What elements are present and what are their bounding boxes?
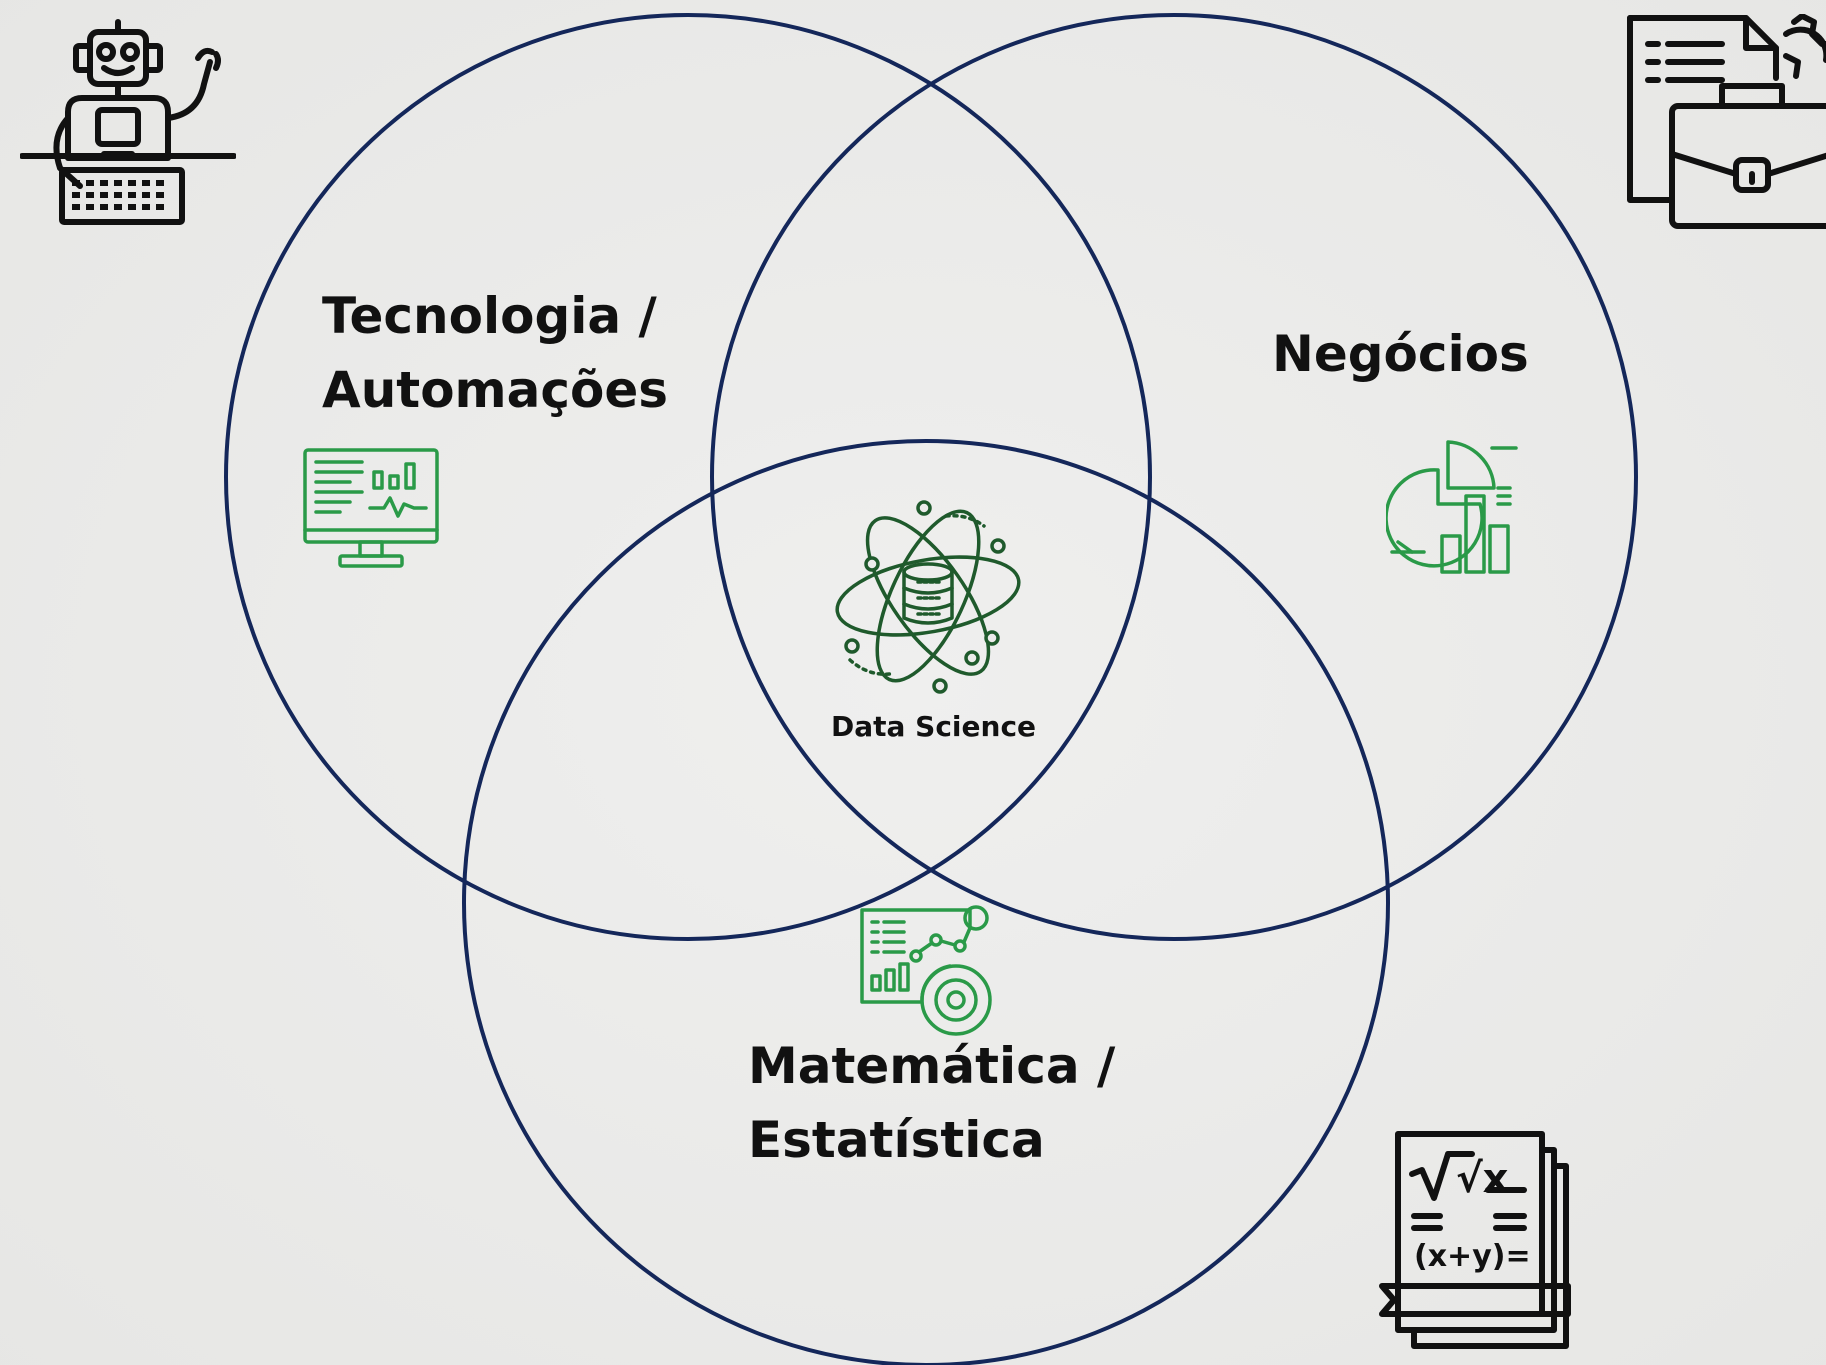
label-data-science: Data Science [831,710,1037,743]
math-book-xy: (x+y)= [1414,1239,1531,1274]
circle-negocios [710,13,1638,941]
pie-bar-chart-icon [1386,440,1518,574]
robot-at-keyboard-icon [20,19,236,225]
label-matematica-line1: Matemática / [748,1037,1116,1095]
circle-matematica [462,439,1390,1365]
label-tecnologia: Tecnologia / Automações [322,286,668,420]
database-atom-icon [835,500,1021,694]
label-matematica: Matemática / Estatística [748,1036,1115,1170]
label-tecnologia-line2: Automações [322,361,669,419]
label-tecnologia-line1: Tecnologia / [322,287,657,345]
label-negocios-line1: Negócios [1272,325,1529,383]
math-book-sqrt-x: √x [1456,1156,1509,1202]
label-matematica-line2: Estatística [748,1111,1045,1169]
math-book-icon: √x (x+y)= [1379,1131,1571,1349]
label-negocios: Negócios [1272,324,1529,384]
monitor-dashboard-icon [303,448,439,568]
document-briefcase-gear-icon [1627,14,1826,229]
circle-tecnologia [224,13,1152,941]
analytics-report-icon [860,905,992,1036]
